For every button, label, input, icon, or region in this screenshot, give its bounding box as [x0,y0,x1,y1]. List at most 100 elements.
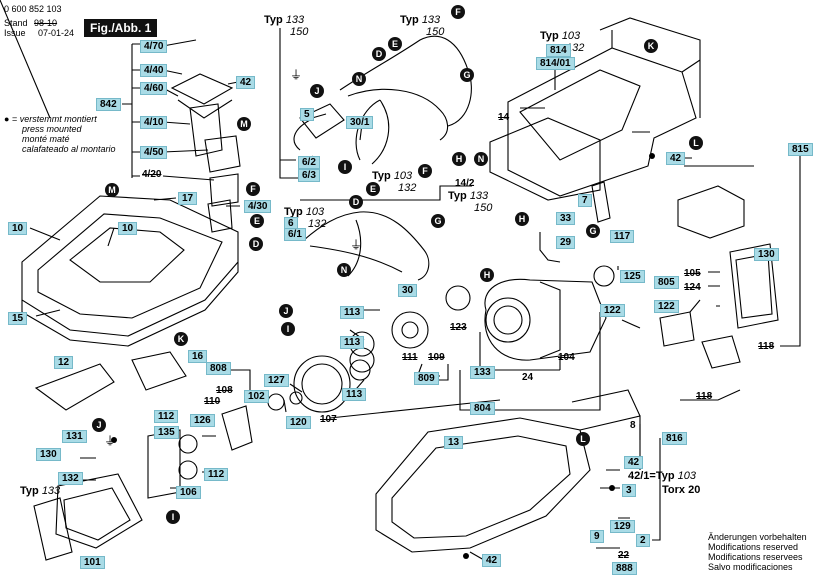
issue-label-text: Issue [4,28,26,38]
press-mounted-legend: ● = verstemmt montiert press mounted mon… [4,114,116,154]
part-label: 3 [622,484,636,497]
part-label: 30 [398,284,418,297]
callout-circle: E [250,214,264,228]
part-label: 24 [522,372,534,383]
doc-number: 0 600 852 103 [4,4,62,14]
notice-es: Salvo modificaciones [708,562,793,572]
legend-line-2: press mounted [22,124,82,134]
part-label: 814 [546,44,571,57]
part-label: 4/40 [140,64,168,77]
part-label: 122 [654,300,679,313]
callout-circle: J [279,304,293,318]
part-label: 30/1 [346,116,374,129]
callout-circle: J [310,84,324,98]
callout-circle: N [352,72,366,86]
part-label: 4/30 [244,200,272,213]
part-label: 815 [788,143,813,156]
part-label: 107 [320,414,337,425]
part-label: 112 [154,410,179,423]
part-label: 22 [618,550,630,561]
part-label: 110 [204,396,221,407]
callout-circle: I [166,510,180,524]
part-label: 14 [498,112,510,123]
part-label: 888 [612,562,637,575]
part-label: 4/70 [140,40,168,53]
notice-en: Modifications reserved [708,542,799,552]
callout-circle: J [92,418,106,432]
type-label-8: 42/1=Typ 103 [628,470,696,482]
part-label: 42 [236,76,256,89]
part-label: 6/2 [298,156,320,169]
part-label: 120 [286,416,311,429]
part-label: 105 [684,268,701,279]
modification-notice: Änderungen vorbehalten Modifications res… [708,532,807,572]
part-label: 132 [58,472,83,485]
notice-de: Änderungen vorbehalten [708,532,807,542]
part-label: 33 [556,212,576,225]
part-label: 124 [684,282,701,293]
part-label: 13 [444,436,464,449]
torx-label: Torx 20 [662,484,701,496]
part-label: 113 [340,306,365,319]
part-label: 2 [636,534,650,547]
part-label: 112 [204,468,229,481]
part-label: 109 [428,352,445,363]
callout-circle: D [249,237,263,251]
part-label: 6/1 [284,228,306,241]
part-label: 118 [758,341,775,352]
part-label: 7 [578,194,592,207]
part-label: 29 [556,236,576,249]
part-label: 804 [470,402,495,415]
notice-fr: Modifications reservees [708,552,803,562]
part-label: 16 [188,350,208,363]
callout-circle: N [474,152,488,166]
part-label: 131 [62,430,87,443]
type-label-7: Typ 133 [20,485,61,497]
callout-circle: F [418,164,432,178]
part-label: 15 [8,312,28,325]
part-label: 117 [610,230,635,243]
callout-circle: K [174,332,188,346]
callout-circle: G [460,68,474,82]
part-label: 122 [600,304,625,317]
part-label: 129 [610,520,635,533]
part-label: 42 [666,152,686,165]
stand-label: Stand 98-10 [4,18,57,28]
stand-value: 98-10 [34,18,58,28]
part-label: 8 [630,420,636,431]
callout-circle: E [366,182,380,196]
part-label: 805 [654,276,679,289]
part-label: 123 [450,322,467,333]
part-label: 5 [300,108,314,121]
callout-circle: I [281,322,295,336]
part-label: 4/60 [140,82,168,95]
part-label: 10 [118,222,138,235]
callout-circle: I [338,160,352,174]
issue-value: 07-01-24 [38,28,75,38]
part-label: 133 [470,366,495,379]
part-label: 814/01 [536,57,575,70]
legend-line-3: monté maté [22,134,70,144]
part-label: 126 [190,414,215,427]
part-label: 127 [264,374,289,387]
part-label: 102 [244,390,269,403]
ground-symbol-icon: ⏚ [350,238,363,252]
part-label: 9 [590,530,604,543]
part-label: 42 [482,554,502,567]
callout-circle: H [452,152,466,166]
callout-circle: F [451,5,465,19]
part-label: 42 [624,456,644,469]
legend-line-4: calafateado al montario [22,144,116,154]
callout-circle: M [105,183,119,197]
part-label: 135 [154,426,179,439]
part-label: 809 [414,372,439,385]
callout-circle: D [349,195,363,209]
legend-line-1: ● = verstemmt montiert [4,114,116,124]
callout-circle: L [576,432,590,446]
part-label: 118 [696,391,713,402]
part-label: 14/2 [455,178,475,189]
